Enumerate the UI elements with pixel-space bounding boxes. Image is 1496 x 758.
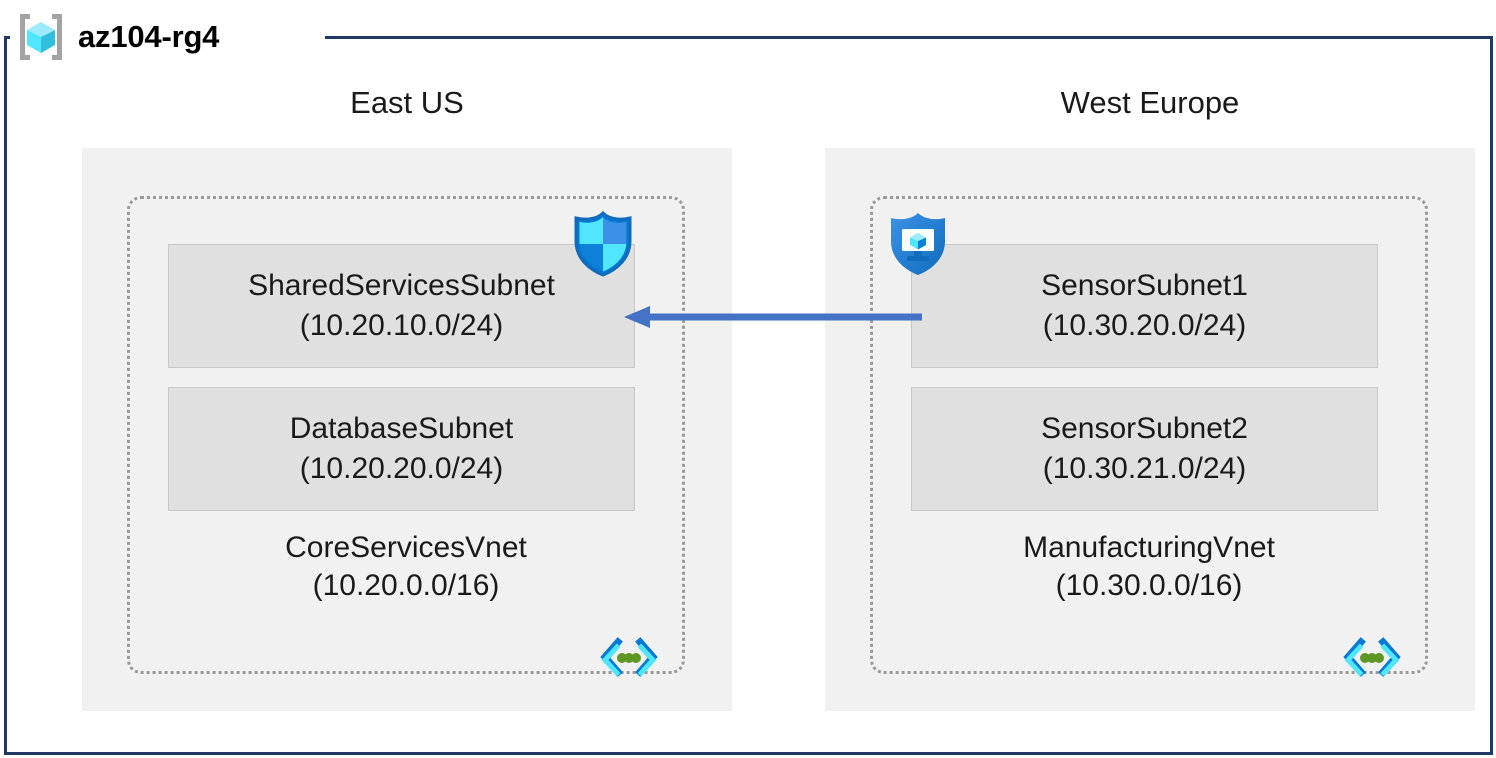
subnet-cidr: (10.20.10.0/24)	[299, 309, 504, 342]
vnet-cidr: (10.20.0.0/16)	[312, 569, 500, 602]
subnet-shared-services[interactable]: SharedServicesSubnet (10.20.10.0/24)	[168, 244, 635, 368]
subnet-name: SensorSubnet2	[1041, 412, 1248, 445]
subnet-cidr: (10.20.20.0/24)	[299, 452, 504, 485]
network-security-group-shield-icon	[572, 210, 634, 277]
subnet-cidr: (10.30.21.0/24)	[1042, 452, 1247, 485]
region-container: SensorSubnet1 (10.30.20.0/24) SensorSubn…	[825, 148, 1475, 711]
subnet-sensor-2[interactable]: SensorSubnet2 (10.30.21.0/24)	[911, 387, 1378, 511]
vnet-manufacturing[interactable]: SensorSubnet1 (10.30.20.0/24) SensorSubn…	[870, 196, 1428, 677]
virtual-network-icon	[1341, 637, 1403, 677]
resource-group-frame	[4, 36, 1493, 755]
region-west-europe: West Europe SensorSubnet1 (10.30.20.0/24…	[825, 80, 1475, 711]
region-east-us: East US SharedServicesSubnet (10.20.10.0…	[82, 80, 732, 711]
subnet-name: SharedServicesSubnet	[248, 269, 555, 302]
region-container: SharedServicesSubnet (10.20.10.0/24) Dat…	[82, 148, 732, 711]
virtual-network-icon	[598, 637, 660, 677]
vnet-name: ManufacturingVnet	[1023, 531, 1275, 564]
subnet-cidr: (10.30.20.0/24)	[1042, 309, 1247, 342]
region-title: East US	[350, 85, 464, 120]
resource-group-name: az104-rg4	[78, 19, 220, 54]
vnet-label: ManufacturingVnet (10.30.0.0/16)	[873, 529, 1425, 605]
application-security-group-shield-monitor-icon	[887, 211, 949, 277]
resource-group-cube-icon	[14, 10, 68, 64]
vnet-cidr: (10.30.0.0/16)	[1055, 569, 1243, 602]
vnet-name: CoreServicesVnet	[285, 531, 527, 564]
subnet-database[interactable]: DatabaseSubnet (10.20.20.0/24)	[168, 387, 635, 511]
subnet-name: SensorSubnet1	[1041, 269, 1248, 302]
subnet-sensor-1[interactable]: SensorSubnet1 (10.30.20.0/24)	[911, 244, 1378, 368]
vnet-label: CoreServicesVnet (10.20.0.0/16)	[130, 529, 682, 605]
resource-group-header: az104-rg4	[14, 8, 219, 66]
region-title: West Europe	[1060, 85, 1240, 120]
vnet-peering-arrow[interactable]	[622, 303, 922, 331]
vnet-core-services[interactable]: SharedServicesSubnet (10.20.10.0/24) Dat…	[127, 196, 685, 677]
subnet-name: DatabaseSubnet	[289, 412, 514, 445]
resource-group-title-gap	[10, 18, 325, 56]
